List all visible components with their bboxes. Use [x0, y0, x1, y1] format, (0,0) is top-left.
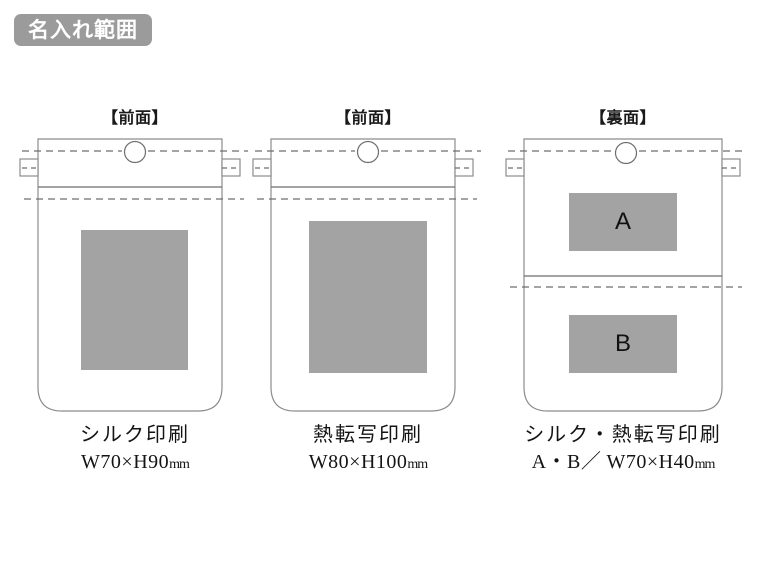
panel-caption-3: シルク・熱転写印刷 A・B／ W70×H40mm: [498, 422, 748, 476]
panel-title-2: 【前面】: [334, 110, 401, 127]
panel-title-1: 【前面】: [101, 110, 168, 127]
product-panel-2: 【前面】 熱転写印刷 W80×H100mm: [243, 104, 493, 494]
left-tab: [505, 158, 525, 177]
product-panel-1: 【前面】: [10, 104, 260, 494]
panel-caption-2: 熱転写印刷 W80×H100mm: [243, 422, 493, 476]
bag-diagram-3: A B: [498, 135, 748, 412]
product-panel-3: 【裏面】 A B: [498, 104, 748, 494]
section-badge: 名入れ範囲: [14, 14, 152, 46]
drawstring-hole-icon: [123, 140, 147, 164]
print-area-label-b: B: [614, 330, 631, 357]
left-tab: [19, 158, 39, 177]
drawstring-hole-icon: [356, 140, 380, 164]
caption-size-value-2: W80×H100: [308, 451, 408, 473]
caption-method-1: シルク印刷: [80, 424, 190, 446]
print-area-box-a: A: [569, 193, 677, 251]
caption-unit-1: mm: [169, 457, 190, 472]
caption-method-3: シルク・熱転写印刷: [524, 424, 722, 446]
print-area-box: [81, 230, 188, 370]
panel-caption-1: シルク印刷 W70×H90mm: [10, 422, 260, 476]
print-area-box: [309, 221, 427, 373]
caption-method-2: 熱転写印刷: [313, 424, 423, 446]
caption-size-3: A・B／ W70×H40mm: [498, 449, 748, 476]
bag-diagram-1: [10, 135, 260, 412]
bag-diagram-2: [243, 135, 493, 412]
print-area-label-a: A: [614, 208, 631, 235]
caption-size-1: W70×H90mm: [10, 449, 260, 476]
caption-size-2: W80×H100mm: [243, 449, 493, 476]
drawstring-hole-icon: [614, 141, 638, 165]
bag-outline-svg-3: [505, 138, 744, 412]
caption-size-value-1: W70×H90: [81, 451, 170, 473]
caption-unit-3: mm: [694, 457, 716, 472]
panel-title-3: 【裏面】: [589, 110, 656, 127]
left-tab: [252, 158, 272, 177]
caption-unit-2: mm: [407, 457, 428, 472]
print-area-box-b: B: [569, 315, 677, 373]
caption-size-value-3: A・B／ W70×H40: [531, 451, 695, 473]
section-badge-label: 名入れ範囲: [28, 18, 138, 42]
